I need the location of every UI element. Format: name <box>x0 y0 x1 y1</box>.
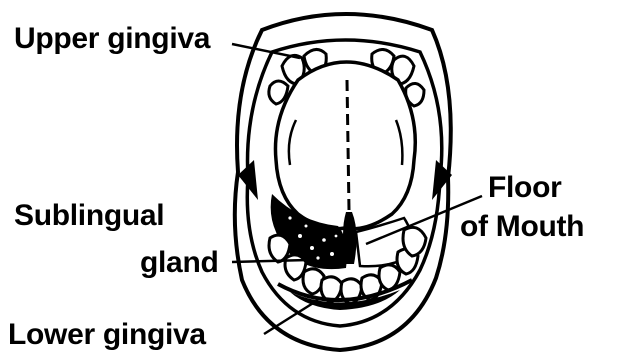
label-floor-line1: Floor <box>488 173 562 203</box>
label-gland: gland <box>140 248 219 278</box>
label-upper-gingiva: Upper gingiva <box>14 24 210 54</box>
tongue <box>275 62 415 229</box>
label-lower-gingiva: Lower gingiva <box>8 320 206 350</box>
label-floor-line2: of Mouth <box>460 212 584 242</box>
label-sublingual: Sublingual <box>14 201 164 231</box>
